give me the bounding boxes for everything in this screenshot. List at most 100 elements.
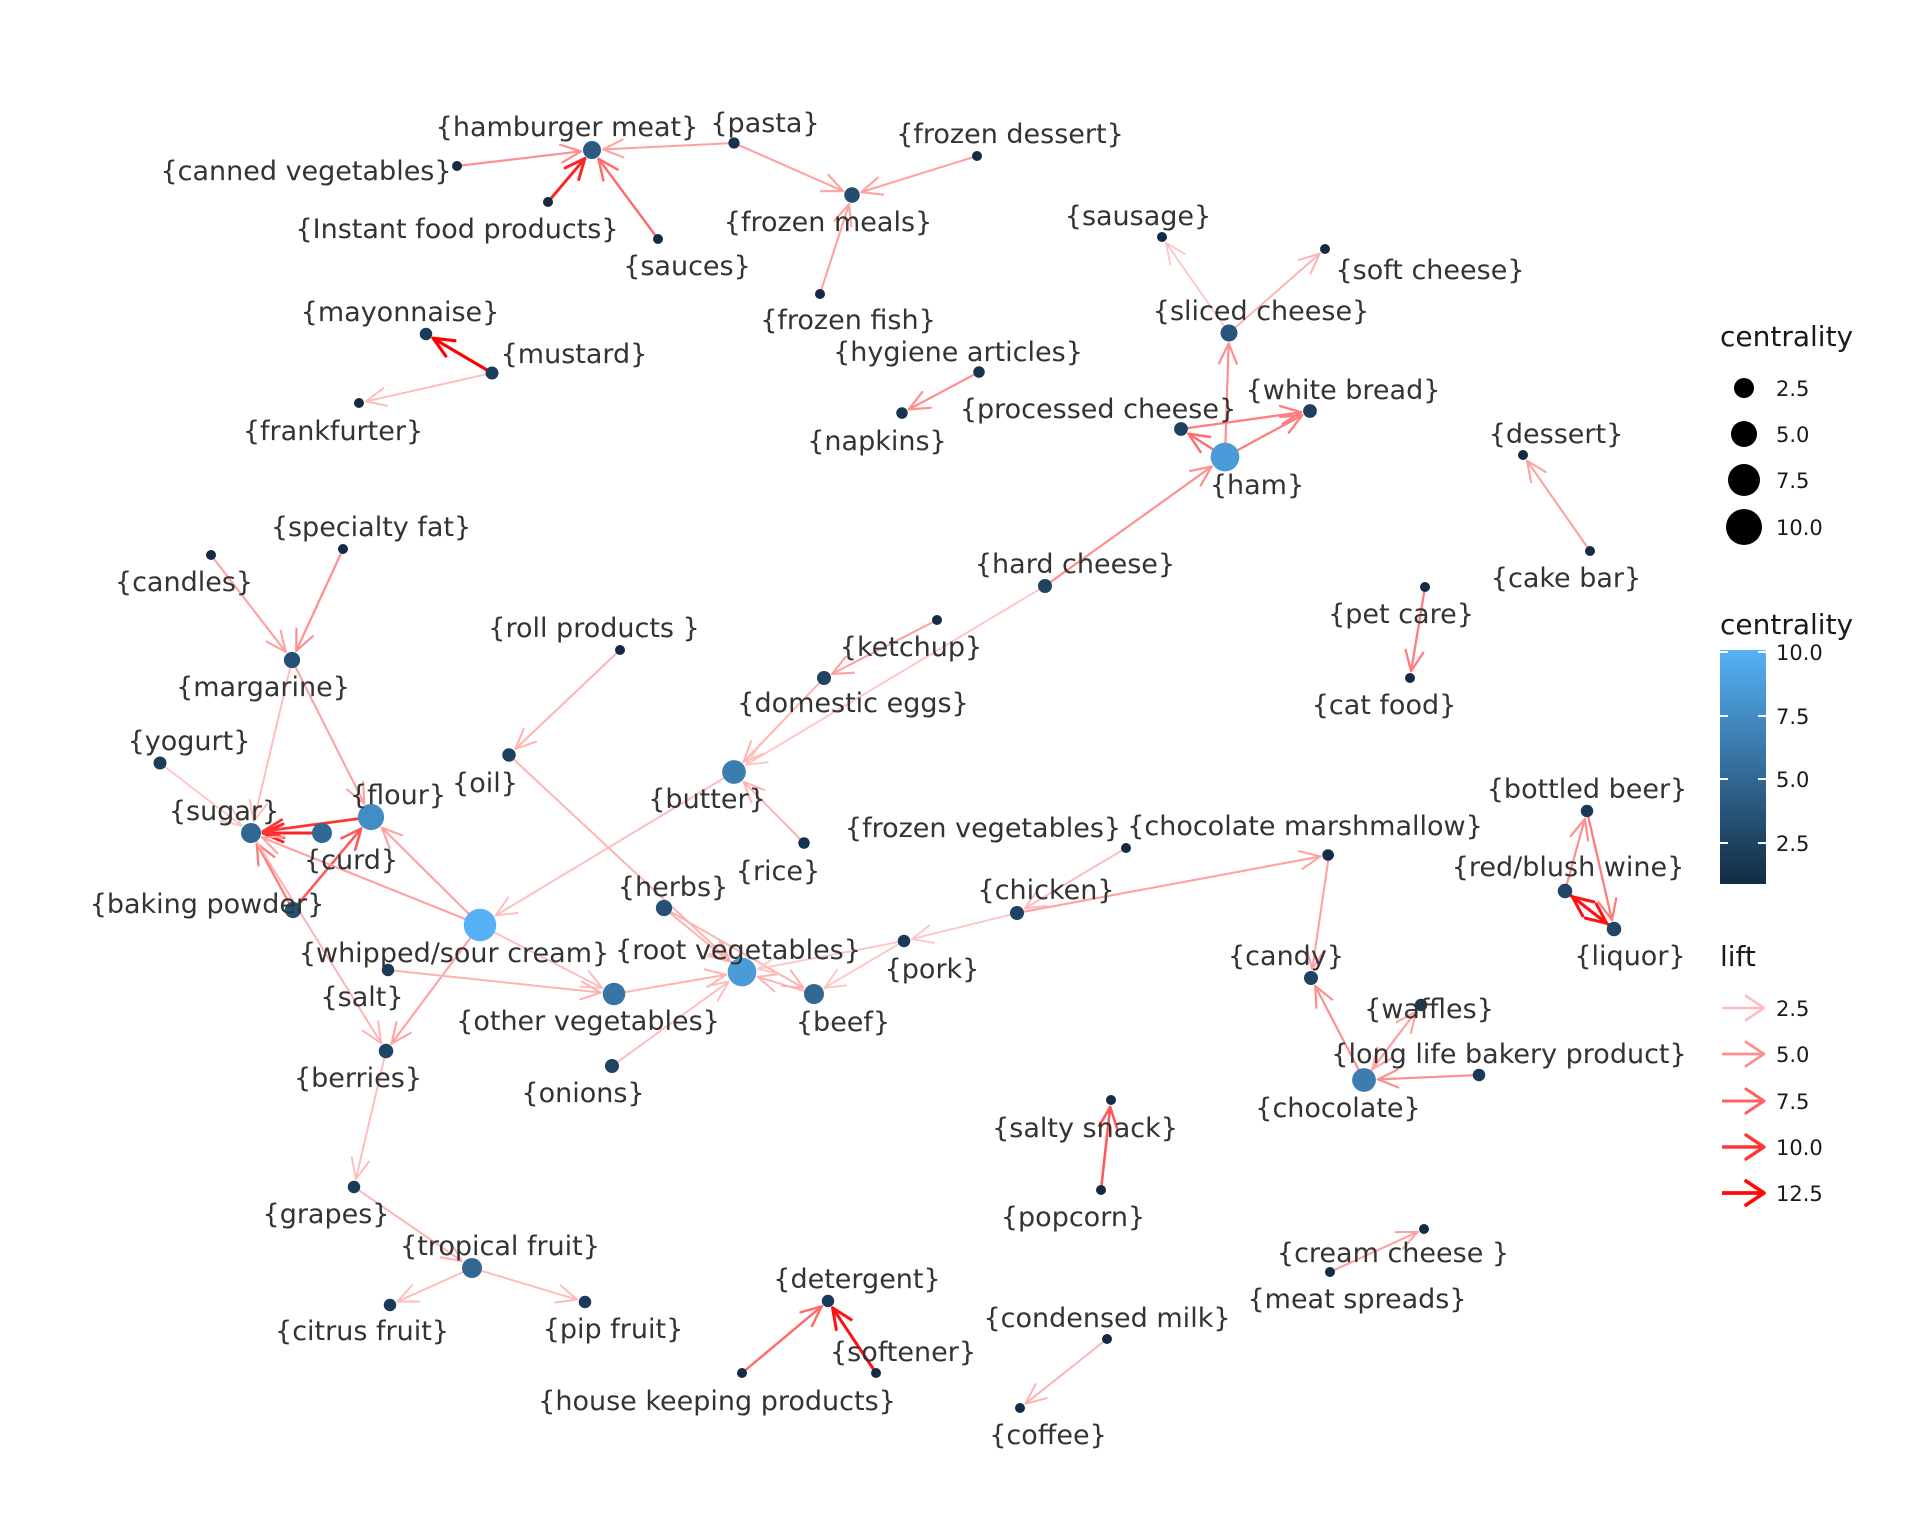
edge-sliced_cheese-to-sausage [1165,241,1230,334]
node-label-frankfurter: {frankfurter} [243,416,423,447]
node-mayonnaise [419,327,433,341]
node-layer [153,137,1622,1413]
edge-onions-to-root_veg [611,980,730,1067]
edge-pet_care-to-cat_food [1404,585,1427,673]
node-baking-powder [284,901,302,919]
node-label-processed-cheese: {processed cheese} [960,394,1236,425]
lift-legend-tick: 5.0 [1776,1043,1809,1067]
size-legend-key [1731,421,1757,447]
node-sliced-cheese [1220,324,1238,342]
edge-candles-to-margarine [209,553,287,654]
node-label-flour: {flour} [350,780,446,811]
edge-meat_spreads-to-cream_cheese [1328,1230,1419,1274]
legend: centrality 2.5 5.0 7.5 10.0 centrality [1720,320,1853,1207]
node-candles [206,550,216,560]
node-label-specialty-fat: {specialty fat} [271,512,471,543]
node-frozen-fish [815,289,825,299]
node-hamburger [583,141,601,159]
node-label-softener: {softener} [830,1337,976,1368]
node-label-domestic-eggs: {domestic eggs} [737,688,968,719]
node-label-curd: {curd} [304,845,398,876]
node-candy [1304,971,1318,985]
node-label-sausage: {sausage} [1065,201,1211,232]
node-label-berries: {berries} [294,1063,422,1094]
node-label-meat-spreads: {meat spreads} [1247,1284,1466,1315]
node-label-pasta: {pasta} [710,108,819,139]
node-label-hard-cheese: {hard cheese} [975,549,1175,580]
node-pasta [728,137,740,149]
node-label-napkins: {napkins} [807,426,946,457]
edge-butter-to-whipped [494,771,735,917]
node-label-mustard: {mustard} [501,339,648,370]
node-mustard [485,366,499,380]
edge-whipped-to-berries [390,923,482,1045]
node-label-whipped: {whipped/sour cream} [299,938,609,969]
node-label-other-veg: {other vegetables} [456,1006,720,1037]
node-grapes [347,1180,361,1194]
node-cream-cheese [1419,1224,1429,1234]
edge-tropical-to-citrus [396,1267,473,1303]
node-label-citrus: {citrus fruit} [275,1316,449,1347]
edge-cake_bar-to-dessert [1525,459,1592,553]
edge-hard_cheese-to-ham [1043,465,1213,588]
edge-pasta-to-frozen_meals [732,141,845,193]
node-whipped [463,908,497,942]
edge-instant-to-hamburger [546,156,587,204]
node-frozen-meals [844,187,860,203]
node-chocolate [1352,1068,1376,1092]
edge-frozen_veg-to-chicken [1023,847,1127,910]
edge-canned_veg-to-hamburger [455,143,583,168]
node-detergent [821,1294,835,1308]
node-condensed [1102,1334,1112,1344]
size-legend-key [1734,378,1754,398]
edge-bottled_beer-to-liquor [1585,809,1618,922]
edge-pasta-to-hamburger [601,138,736,159]
node-frozen-veg [1121,843,1131,853]
node-label-salty-snack: {salty snack} [992,1113,1178,1144]
color-legend-tick: 10.0 [1776,641,1823,665]
node-label-ketchup: {ketchup} [840,632,982,663]
edge-roll_products-to-oil [514,649,621,750]
node-house-keeping [737,1368,747,1378]
edge-ham-to-white_bread [1223,414,1304,459]
node-napkins [896,407,908,419]
edge-red_wine-to-bottled_beer [1563,817,1590,893]
size-legend-tick: 10.0 [1776,516,1823,540]
node-label-yogurt: {yogurt} [128,726,251,757]
size-legend-tick: 5.0 [1776,423,1809,447]
edge-condensed-to-coffee [1024,1338,1108,1405]
edge-pork-to-root_veg [757,940,905,975]
node-softener [871,1368,881,1378]
node-label-mayonnaise: {mayonnaise} [301,297,500,328]
lift-legend-tick: 7.5 [1776,1090,1809,1114]
lift-legend-key [1722,994,1766,1022]
node-bottled-beer [1580,804,1594,818]
node-sauces [653,234,663,244]
size-legend-tick: 7.5 [1776,469,1809,493]
node-label-canned-veg: {canned vegetables} [160,156,451,187]
edge-baking_powder-to-flour [291,827,363,912]
node-label-rice: {rice} [736,856,820,887]
edge-candy_src-to-candy [1305,853,1331,971]
node-label-frozen-dessert: {frozen dessert} [896,119,1124,150]
edge-long_life-to-chocolate [1376,1068,1481,1089]
node-pet-care [1420,582,1430,592]
node-label-frozen-fish: {frozen fish} [760,305,936,336]
lift-legend-key [1722,1179,1766,1207]
node-label-baking-powder: {baking powder} [90,889,325,920]
node-meat-spreads [1325,1267,1335,1277]
node-margarine [283,651,301,669]
node-instant [543,197,553,207]
node-dessert [1518,450,1528,460]
node-label-pork: {pork} [885,954,980,985]
node-herbs [655,899,673,917]
node-label-hygiene: {hygiene articles} [833,337,1083,368]
node-label-grapes: {grapes} [263,1199,390,1230]
color-legend-tick: 7.5 [1776,705,1809,729]
node-label-detergent: {detergent} [773,1264,940,1295]
size-legend-key [1728,464,1760,496]
node-popcorn [1096,1185,1106,1195]
node-roll-products [615,645,625,655]
node-chicken [1010,906,1024,920]
